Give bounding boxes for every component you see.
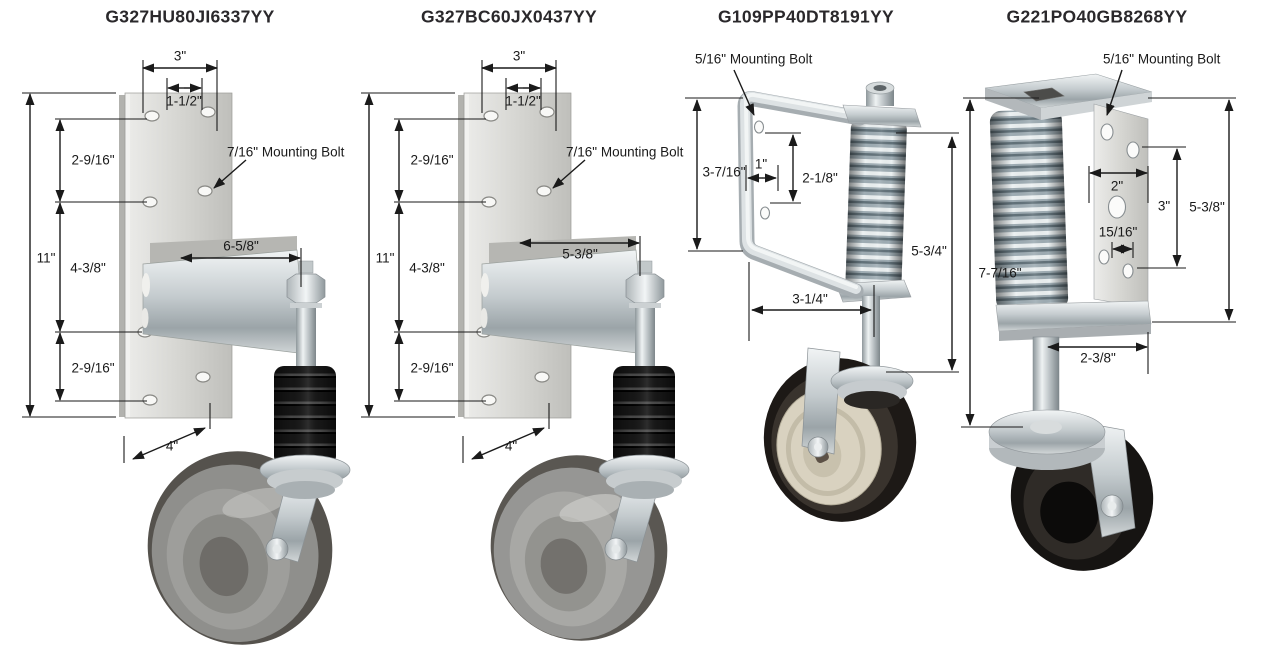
caster-2-dimensions (361, 60, 641, 463)
swivel-stem (862, 296, 880, 378)
dim-middle-hole-spacing: 4-3/8" (70, 260, 106, 276)
bottom-plate (995, 300, 1152, 341)
dim-upper-hole-spacing: 2-9/16" (410, 152, 454, 168)
gate-bracket (737, 91, 868, 299)
spring-top-plate (842, 81, 922, 128)
dim-upper-hole-spacing: 2-9/16" (71, 152, 115, 168)
dim-spring-height: 5-3/4" (911, 243, 947, 259)
swivel-arm (141, 236, 307, 355)
dim-lower-hole-spacing: 2-9/16" (410, 360, 454, 376)
dim-hole-spacing: 1-1/2" (166, 93, 202, 109)
dim-lower-hole-spacing: 2-9/16" (71, 360, 115, 376)
shock-spring (989, 109, 1069, 311)
mounting-bolt-note: 7/16" Mounting Bolt (227, 144, 345, 160)
swivel-raceway (259, 454, 351, 499)
part-number-title: G221PO40GB8268YY (1006, 6, 1188, 27)
dim-hole-span: 3" (1157, 198, 1171, 214)
kingpin-nut (625, 260, 665, 308)
dim-plate-depth: 4" (165, 438, 179, 454)
dim-hole-spacing: 15/16" (1098, 224, 1138, 240)
swivel-raceway (988, 409, 1106, 470)
dim-bracket-side-height: 5-3/8" (1189, 199, 1225, 215)
caster-3-illustration (737, 81, 922, 522)
swivel-raceway (598, 454, 690, 499)
part-number-title: G327HU80JI6337YY (105, 6, 275, 27)
kingpin-nut (286, 260, 326, 308)
dim-overall-height: 7-7/16" (978, 265, 1022, 281)
dim-middle-hole-spacing: 4-3/8" (409, 260, 445, 276)
caster-4-dimensions (961, 69, 1236, 428)
bracket-panel (1093, 103, 1149, 309)
swivel-fork (265, 477, 323, 563)
dim-plate-top-width: 3" (512, 48, 526, 64)
dim-arm-length: 6-5/8" (223, 238, 259, 254)
dim-arm-length: 5-3/8" (562, 246, 598, 262)
dim-plate-depth: 4" (504, 438, 518, 454)
dim-plate-width: 2" (1110, 178, 1124, 194)
caster-4-illustration (984, 73, 1154, 571)
dim-hole-spacing: 1-1/2" (505, 93, 541, 109)
swivel-raceway (830, 365, 914, 409)
mounting-bolt-note: 5/16" Mounting Bolt (1103, 51, 1221, 67)
dim-plate-top-width: 3" (173, 48, 187, 64)
dim-plate-height: 11" (375, 250, 395, 266)
swivel-stem (635, 308, 655, 370)
caster-1-dimensions (22, 60, 302, 463)
dim-plate-height: 11" (36, 250, 56, 266)
shock-spring (613, 366, 675, 466)
swivel-fork (801, 347, 841, 458)
caster-2-illustration (458, 92, 690, 641)
dim-bracket-height: 3-7/16" (702, 164, 746, 180)
dim-bracket-depth: 3-1/4" (792, 291, 828, 307)
mounting-bolt-note: 7/16" Mounting Bolt (566, 144, 684, 160)
dim-base-depth: 2-3/8" (1080, 350, 1116, 366)
shock-spring (274, 366, 336, 466)
dim-hole-spacing: 2-1/8" (802, 170, 838, 186)
swivel-fork (604, 477, 662, 563)
mounting-bolt-note: 5/16" Mounting Bolt (695, 51, 813, 67)
shock-spring (845, 119, 907, 295)
dim-hole-inset: 1" (754, 156, 768, 172)
caster-1-illustration (119, 92, 351, 645)
part-number-title: G109PP40DT8191YY (717, 6, 895, 27)
caster-3-dimensions (685, 69, 959, 373)
swivel-stem (296, 308, 316, 370)
part-number-title: G327BC60JX0437YY (420, 6, 598, 27)
